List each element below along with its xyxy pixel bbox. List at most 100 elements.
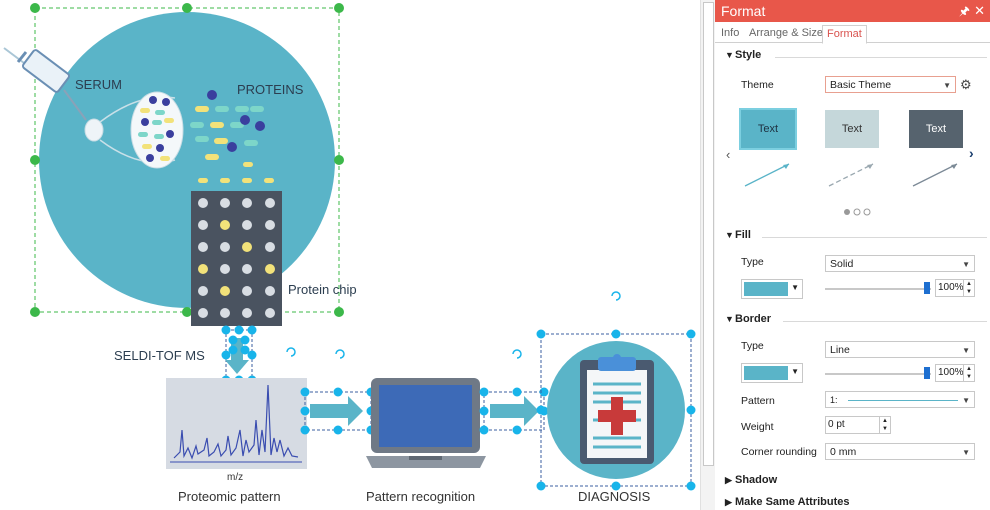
panel-titlebar: Format 🖈 ✕ (715, 0, 990, 22)
diagnosis-label: DIAGNOSIS (578, 489, 651, 504)
border-type-label: Type (741, 340, 764, 352)
proteins-label: PROTEINS (237, 82, 304, 97)
pattern-recognition-label: Pattern recognition (366, 489, 476, 504)
border-color-swatch (744, 366, 788, 380)
proteomic-pattern-label: Proteomic pattern (178, 489, 281, 504)
fill-section-header[interactable]: ▼Fill (725, 229, 751, 241)
proteomic-pattern-chart[interactable] (166, 378, 307, 469)
chevron-down-icon: ▼ (962, 396, 970, 405)
serum-oval-shape (130, 91, 184, 169)
selection-handles[interactable] (30, 3, 344, 317)
fill-divider (762, 237, 987, 238)
weight-label: Weight (741, 421, 774, 433)
pattern-line-preview (848, 400, 958, 401)
theme-sample-2[interactable]: Text (825, 110, 879, 148)
protein-chip-shape[interactable] (191, 191, 282, 326)
fill-color-picker[interactable]: ▼ (741, 279, 803, 299)
panel-title: Format (721, 3, 766, 19)
serum-particles (138, 96, 174, 162)
tab-format[interactable]: Format (822, 25, 867, 44)
format-panel: Format 🖈 ✕ Info Arrange & Size Format ▼S… (715, 0, 990, 510)
pattern-value: 1: (830, 395, 838, 405)
fill-type-label: Type (741, 256, 764, 268)
chevron-down-icon: ▼ (962, 448, 970, 457)
border-color-picker[interactable]: ▼ (741, 363, 803, 383)
theme-sample-1[interactable]: Text (739, 108, 797, 150)
syringe-icon[interactable] (3, 47, 87, 121)
weight-spinner[interactable]: 0 pt ▲▼ (825, 416, 891, 434)
fill-type-value: Solid (830, 258, 854, 270)
rotate-handles[interactable] (286, 291, 621, 359)
carousel-dots[interactable] (843, 207, 875, 217)
arrow2-handles[interactable] (479, 387, 549, 435)
border-opacity-spinner[interactable]: 100%▲▼ (935, 364, 975, 382)
chevron-down-icon: ▼ (962, 260, 970, 269)
pattern-select[interactable]: 1: ▼ (825, 391, 975, 408)
theme-sample-3[interactable]: Text (909, 110, 963, 148)
corner-rounding-label: Corner rounding (741, 446, 817, 458)
style-header-label: Style (735, 49, 762, 61)
chevron-left-icon[interactable]: ‹ (726, 147, 731, 162)
border-section-header[interactable]: ▼Border (725, 313, 772, 325)
clipboard-icon (580, 354, 654, 464)
chip-wells (198, 198, 275, 318)
corner-rounding-value: 0 mm (830, 446, 857, 458)
tab-info[interactable]: Info (721, 27, 740, 39)
border-type-value: Line (830, 344, 850, 356)
fill-color-swatch (744, 282, 788, 296)
fill-type-select[interactable]: Solid ▼ (825, 255, 975, 272)
fill-opacity-value: 100% (938, 282, 964, 293)
theme-sample-3-text: Text (925, 123, 947, 135)
diagnosis-handles[interactable] (536, 329, 696, 491)
gear-icon[interactable]: ⚙ (960, 77, 972, 92)
pattern-label: Pattern (741, 395, 775, 407)
spinner-arrows[interactable]: ▲▼ (879, 417, 890, 433)
diagram-svg (3, 3, 696, 491)
connector-samples[interactable] (741, 158, 971, 190)
scrollbar-thumb[interactable] (703, 2, 714, 466)
make-same-header-label: Make Same Attributes (735, 496, 850, 508)
theme-sample-2-text: Text (841, 123, 863, 135)
fill-opacity-knob[interactable] (924, 282, 930, 294)
fill-opacity-spinner[interactable]: 100%▲▼ (935, 279, 975, 297)
weight-value: 0 pt (828, 419, 845, 430)
chevron-down-icon: ▼ (962, 346, 970, 355)
protein-chip-label: Protein chip (288, 282, 357, 297)
serum-label: SERUM (75, 77, 122, 92)
chevron-down-icon: ▼ (791, 283, 799, 292)
close-icon[interactable]: ✕ (974, 3, 985, 18)
shadow-section-header[interactable]: ▶Shadow (725, 474, 778, 486)
drawing-canvas[interactable]: SERUM PROTEINS Protein chip SELDI-TOF MS… (0, 0, 700, 510)
fill-opacity-slider[interactable] (825, 288, 931, 290)
make-same-section-header[interactable]: ▶Make Same Attributes (725, 496, 850, 508)
right-arrow-1[interactable] (310, 396, 363, 426)
border-divider (783, 321, 987, 322)
panel-tabs: Info Arrange & Size Format (715, 22, 990, 44)
vertical-scrollbar[interactable] (700, 0, 715, 510)
border-opacity-knob[interactable] (924, 367, 930, 379)
spinner-arrows[interactable]: ▲▼ (963, 365, 974, 381)
corner-rounding-select[interactable]: 0 mm ▼ (825, 443, 975, 460)
theme-select[interactable]: Basic Theme▼ (825, 76, 956, 93)
style-section-header[interactable]: ▼Style (725, 49, 762, 61)
serum-circle-shape[interactable] (39, 12, 335, 308)
theme-sample-1-text: Text (757, 123, 779, 135)
chevron-right-icon[interactable]: › (969, 145, 974, 161)
border-opacity-slider[interactable] (825, 373, 931, 375)
mz-axis-label: m/z (227, 472, 244, 483)
shadow-header-label: Shadow (735, 474, 778, 486)
serum-drop-shape (84, 118, 104, 142)
border-type-select[interactable]: Line ▼ (825, 341, 975, 358)
seldi-label: SELDI-TOF MS (114, 348, 205, 363)
spinner-arrows[interactable]: ▲▼ (963, 280, 974, 296)
protein-particles (190, 90, 274, 183)
pin-icon[interactable]: 🖈 (958, 4, 970, 18)
tab-arrange-size[interactable]: Arrange & Size (749, 27, 823, 39)
spectrum-line (173, 384, 299, 460)
style-divider (775, 57, 987, 58)
laptop-icon[interactable] (366, 378, 486, 468)
right-arrow-2[interactable] (490, 396, 539, 426)
chevron-down-icon: ▼ (791, 367, 799, 376)
theme-value: Basic Theme (830, 79, 892, 91)
fill-header-label: Fill (735, 229, 751, 241)
